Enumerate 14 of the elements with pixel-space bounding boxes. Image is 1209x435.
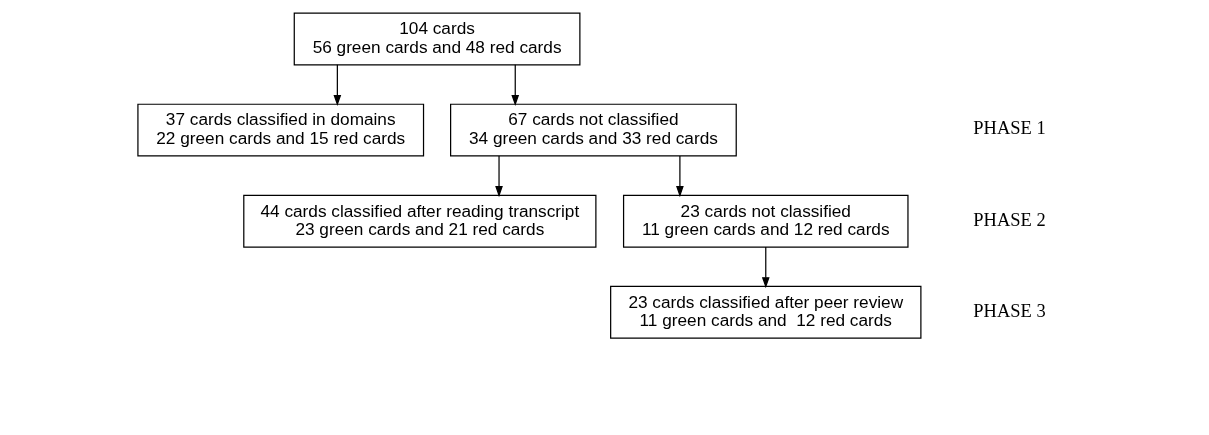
node-box: 67 cards not classified 34 green cards and 33 red cards: [450, 103, 737, 157]
label: PHASE 1: [973, 118, 1046, 139]
node-box: 23 cards classified after peer review 11 green cards and 12 red cards: [610, 285, 922, 339]
arrow: [676, 155, 684, 198]
label: PHASE 3: [973, 300, 1046, 321]
arrow: [333, 64, 342, 107]
label: PHASE 2: [973, 209, 1046, 230]
node-box: 44 cards classified after reading transcript 23 green cards and 21 red cards: [243, 194, 597, 248]
node-box: 37 cards classified in domains 22 green cards and 15 red cards: [137, 103, 425, 157]
node-box: 23 cards not classified 11 green cards and 12 red cards: [622, 194, 909, 248]
arrow: [761, 246, 770, 289]
node-box: 104 cards 56 green cards and 48 red cards: [293, 12, 581, 66]
arrow: [511, 64, 520, 107]
arrow: [495, 155, 503, 198]
